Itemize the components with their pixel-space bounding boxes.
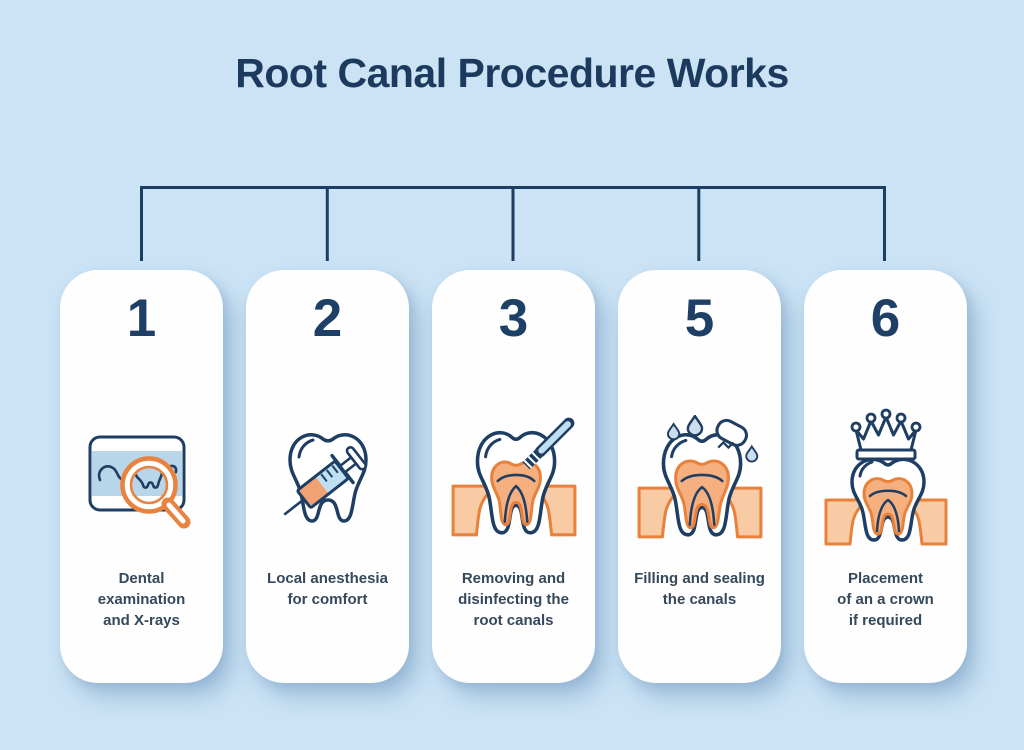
step-number: 1 (126, 289, 157, 348)
step-number: 3 (498, 289, 529, 348)
tooth-rinse-droplets-icon (637, 415, 762, 539)
step-card-2: 2 (246, 270, 409, 683)
step-number: 6 (870, 289, 901, 348)
tooth-root-file-icon (451, 417, 576, 537)
step-caption: Filling and sealing the canals (634, 570, 765, 608)
step-caption: Placement of an a crown if required (837, 570, 934, 629)
step-caption: Local anesthesia for comfort (267, 570, 388, 608)
tooth-crown-icon (824, 408, 947, 546)
step-number: 5 (684, 289, 715, 348)
step-caption: Removing and disinfecting the root canal… (458, 570, 569, 629)
step-number: 2 (312, 289, 343, 348)
step-caption: Dental examination and X-rays (97, 570, 186, 629)
step-card-3: 3 Removing and disinfecting the root can… (432, 270, 595, 683)
steps-row: 1 Dental examination and (60, 270, 967, 683)
step-card-5: 6 Placement of an a crown (804, 270, 967, 683)
tooth-syringe-icon (282, 433, 368, 523)
step-card-4: 5 (618, 270, 781, 683)
page-title: Root Canal Procedure Works (235, 50, 789, 96)
step-card-1: 1 Dental examination and (60, 270, 223, 683)
xray-magnifier-icon (88, 435, 190, 529)
